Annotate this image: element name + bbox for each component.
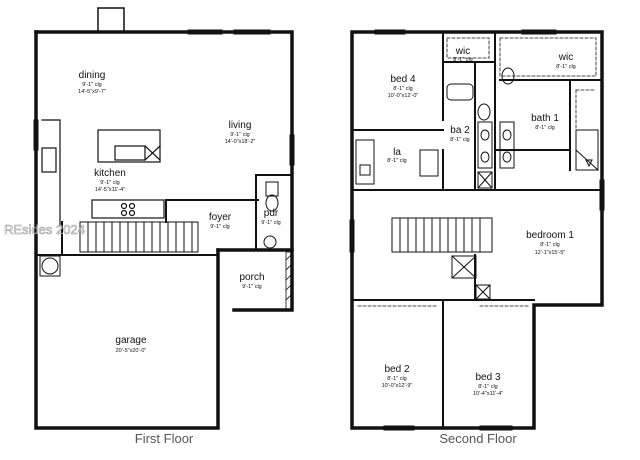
kitchen-fixtures (41, 119, 165, 227)
room-dim-kitchen-clg: 9'-1" clg (100, 180, 120, 186)
room-name-bed-4: bed 4 (390, 74, 415, 85)
room-name-wic-hall: wic (455, 46, 470, 57)
pdr-fixtures (263, 181, 279, 249)
room-name-bedroom-1: bedroom 1 (526, 230, 574, 241)
chimney-bump (97, 7, 125, 33)
room-name-garage: garage (115, 335, 147, 346)
room-dim-wic-hall-clg: 8'-1" clg (453, 57, 473, 63)
room-name-porch: porch (239, 272, 264, 283)
room-dim-bed-2-clg: 8'-1" clg (387, 376, 407, 382)
room-name-wic-master: wic (558, 52, 573, 63)
watermark-text: REsides 2024 (4, 222, 85, 237)
room-dim-bedroom-1-size: 12'-1"x15'-5" (535, 250, 566, 256)
caption-second-floor: Second Floor (439, 431, 517, 446)
bath-fixtures (446, 67, 599, 171)
caption-first-floor: First Floor (135, 431, 194, 446)
room-dim-foyer-clg: 9'-1" clg (210, 224, 230, 230)
water-heater (39, 255, 61, 277)
room-name-pdr: pdr (264, 208, 279, 219)
first-floor-stairs (79, 221, 199, 253)
first-floor-interior-walls (35, 174, 293, 256)
room-dim-bed-4-clg: 8'-1" clg (393, 86, 413, 92)
room-dim-bedroom-1-clg: 8'-1" clg (540, 242, 560, 248)
room-dim-porch-clg: 9'-1" clg (242, 284, 262, 290)
first-floor-labels: dining 9'-1" clg 14'-5"x9'-7" living 9'-… (78, 70, 281, 446)
second-floor-plan (349, 29, 605, 431)
room-dim-la-clg: 8'-1" clg (387, 158, 407, 164)
room-dim-garage-size: 20'-5"x20'-0" (116, 348, 147, 354)
second-floor-labels: wic 8'-1" clg wic 8'-1" clg bed 4 8'-1" … (382, 46, 576, 446)
room-dim-pdr-clg: 9'-1" clg (261, 220, 281, 226)
room-dim-bed-4-size: 10'-0"x12'-0" (388, 93, 419, 99)
laundry-fixtures (355, 139, 439, 185)
room-dim-wic-master-clg: 8'-1" clg (556, 64, 576, 70)
room-name-living: living (229, 120, 252, 131)
room-dim-living-size: 14'-0"x18'-2" (225, 139, 256, 145)
room-dim-ba-2-clg: 8'-1" clg (450, 137, 470, 143)
room-name-la: la (393, 147, 401, 158)
room-dim-kitchen-size: 14'-5"x11'-4" (95, 187, 125, 193)
second-floor-interior-walls (351, 31, 603, 429)
second-floor-stairs (391, 217, 493, 253)
room-name-bath-1: bath 1 (531, 113, 559, 124)
second-floor-windows (349, 29, 605, 431)
room-name-dining: dining (79, 70, 106, 81)
room-dim-dining-clg: 9'-1" clg (82, 82, 102, 88)
room-name-kitchen: kitchen (94, 168, 126, 179)
room-dim-living-clg: 9'-1" clg (230, 132, 250, 138)
hall-cabinets (451, 171, 493, 300)
porch-rail (285, 251, 293, 311)
room-dim-bath-1-clg: 8'-1" clg (535, 125, 555, 131)
room-dim-bed-2-size: 10'-0"x12'-9" (382, 383, 413, 389)
room-dim-bed-3-clg: 8'-1" clg (478, 384, 498, 390)
first-floor-windows (33, 29, 295, 166)
second-floor-exterior-walls (350, 30, 604, 430)
room-name-bed-3: bed 3 (475, 372, 500, 383)
room-name-ba-2: ba 2 (450, 125, 470, 136)
room-name-foyer: foyer (209, 212, 232, 223)
room-name-bed-2: bed 2 (384, 364, 409, 375)
closet-shelves (357, 37, 597, 307)
first-floor-plan (33, 7, 295, 430)
room-dim-bed-3-size: 10'-4"x11'-4" (473, 391, 503, 397)
room-dim-dining-size: 14'-5"x9'-7" (78, 89, 106, 95)
